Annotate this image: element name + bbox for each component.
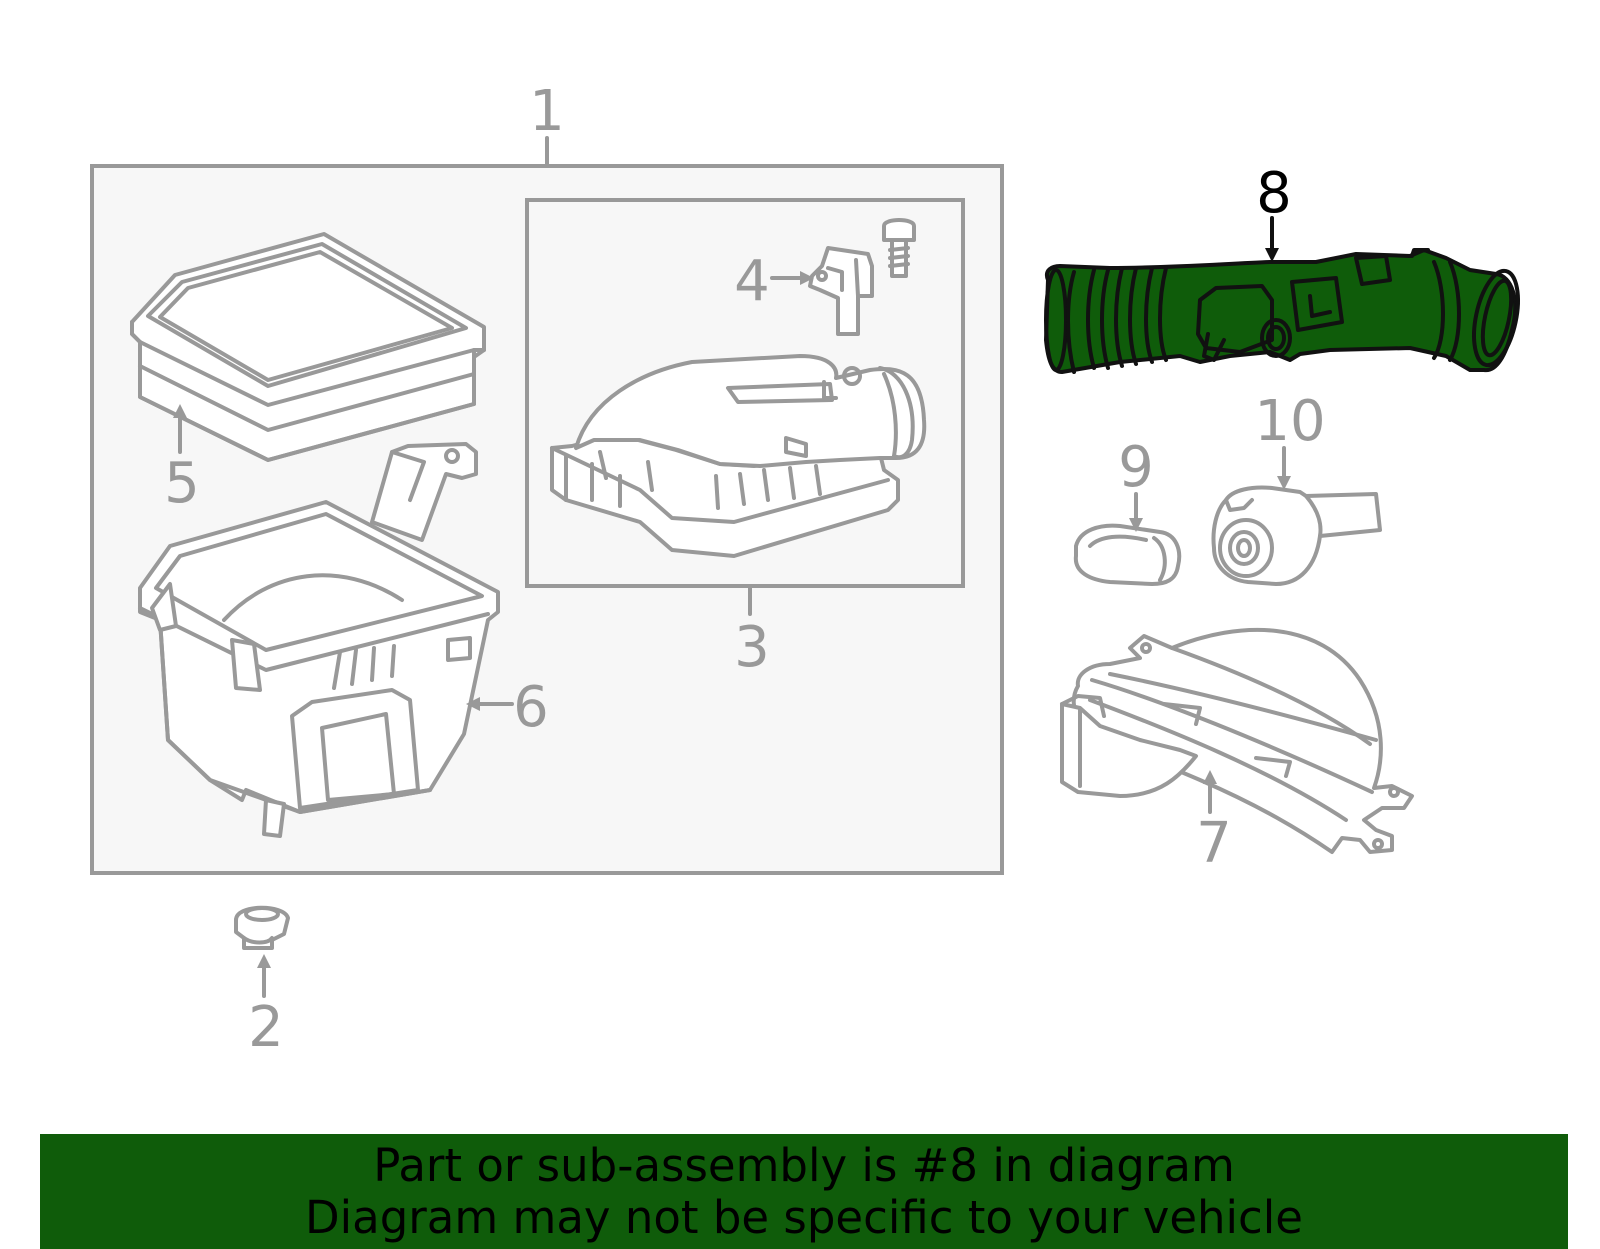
banner-line-1: Part or sub-assembly is #8 in diagram	[373, 1139, 1235, 1192]
callout-7[interactable]: 7	[1196, 811, 1232, 876]
arrow-6	[466, 697, 480, 711]
air-filter-part-5[interactable]	[130, 232, 486, 462]
arrow-8	[1265, 248, 1279, 262]
arrow-9	[1129, 518, 1143, 532]
arrow-10	[1277, 476, 1291, 490]
valve-part-10[interactable]	[1211, 485, 1382, 586]
callout-5[interactable]: 5	[164, 451, 200, 516]
callout-10[interactable]: 10	[1254, 389, 1325, 454]
air-cleaner-cap-part-3[interactable]	[550, 354, 927, 558]
callout-6[interactable]: 6	[513, 675, 549, 740]
grommet-part-2[interactable]	[234, 905, 290, 950]
sensor-part-4[interactable]	[808, 218, 916, 336]
callout-4[interactable]: 4	[734, 249, 770, 314]
air-duct-part-7[interactable]	[1060, 628, 1414, 854]
callout-9[interactable]: 9	[1118, 435, 1154, 500]
arrow-7	[1203, 770, 1217, 784]
callout-3[interactable]: 3	[734, 615, 770, 680]
air-cleaner-case-part-6[interactable]	[138, 442, 500, 838]
callout-1[interactable]: 1	[529, 79, 565, 144]
banner-line-2: Diagram may not be specific to your vehi…	[305, 1191, 1303, 1244]
intake-hose-part-8[interactable]	[1044, 248, 1526, 374]
arrow-5	[173, 404, 187, 418]
arrow-2	[257, 954, 271, 968]
callout-8[interactable]: 8	[1256, 161, 1292, 226]
hose-elbow-part-9[interactable]	[1073, 523, 1182, 586]
arrow-4	[800, 271, 814, 285]
callout-2[interactable]: 2	[248, 995, 284, 1060]
info-banner: Part or sub-assembly is #8 in diagram Di…	[40, 1134, 1568, 1249]
